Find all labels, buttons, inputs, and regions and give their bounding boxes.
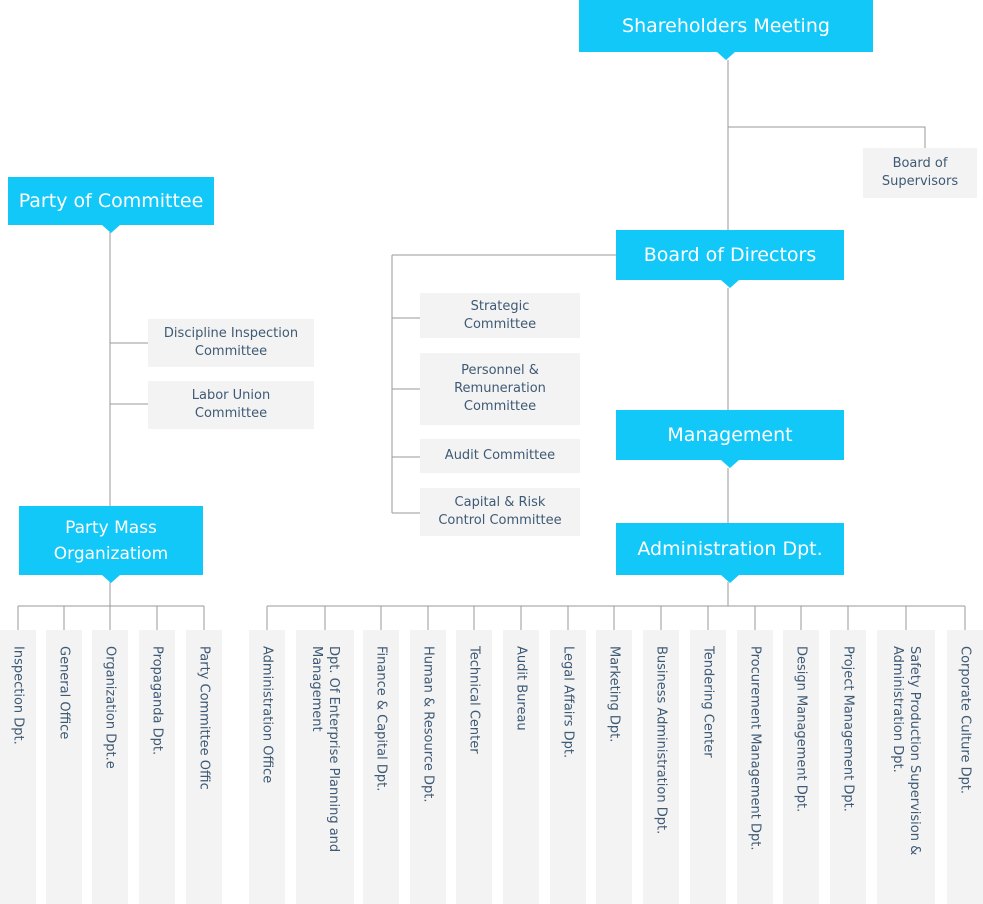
admin-dept-label: Administration Office	[259, 646, 275, 784]
management-label: Management	[667, 424, 793, 446]
discipline-inspection-label: Discipline Inspection Committee	[163, 326, 299, 359]
personnel-committee-label: Personnel & Remuneration Committee	[454, 363, 546, 414]
admin-dept-label: Finance & Capital Dpt.	[373, 646, 389, 792]
admin-dept-column: Procurement Management Dpt.	[737, 630, 773, 904]
admin-dept-label: Marketing Dpt.	[606, 646, 622, 743]
shareholders-meeting-label: Shareholders Meeting	[622, 15, 830, 37]
admin-dept-column: Dpt. Of Enterprise Planning and Manageme…	[296, 630, 354, 904]
admin-dept-column: Administration Office	[249, 630, 285, 904]
party-dept-label: Inspection Dpt.	[10, 646, 26, 745]
admin-dept-label: Legal Affairs Dpt.	[560, 646, 576, 759]
party-mass-organization-node: Party Mass Organizatiom	[19, 506, 203, 583]
admin-dept-label: Dpt. Of Enterprise Planning and Manageme…	[309, 646, 341, 853]
party-dept-label: Organization Dpt.e	[102, 646, 118, 769]
shareholders-meeting-node: Shareholders Meeting	[579, 0, 873, 60]
party-dept-column: Propaganda Dpt.	[139, 630, 175, 904]
admin-dept-column: Legal Affairs Dpt.	[550, 630, 586, 904]
party-dept-label: Party Committee Offic	[196, 646, 212, 790]
board-of-supervisors-label: Board of Supervisors	[881, 156, 959, 189]
admin-dept-label: Project Management Dpt.	[840, 646, 856, 812]
party-of-committee-node: Party of Committee	[8, 177, 214, 233]
party-dept-column: General Office	[46, 630, 82, 904]
audit-committee-label: Audit Committee	[444, 448, 556, 463]
administration-dpt-label: Administration Dpt.	[637, 538, 823, 560]
admin-dept-column: Safety Production Supervision & Administ…	[877, 630, 935, 904]
admin-dept-label: Technical Center	[466, 646, 482, 754]
party-dept-column: Organization Dpt.e	[92, 630, 128, 904]
audit-committee-node: Audit Committee	[420, 439, 580, 473]
discipline-inspection-node: Discipline Inspection Committee	[148, 319, 314, 367]
admin-dept-label: Audit Bureau	[513, 646, 529, 731]
strategic-committee-label: Strategic Committee	[463, 298, 537, 332]
party-dept-column: Inspection Dpt.	[0, 630, 36, 904]
admin-dept-label: Tendering Center	[700, 646, 716, 758]
management-node: Management	[616, 410, 844, 468]
administration-dpt-node: Administration Dpt.	[616, 523, 844, 583]
admin-dept-column: Audit Bureau	[503, 630, 539, 904]
admin-dept-label: Safety Production Supervision & Administ…	[890, 646, 922, 856]
labor-union-label: Labor Union Committee	[191, 388, 271, 421]
party-dept-label: General Office	[56, 646, 72, 740]
party-dept-column: Party Committee Offic	[186, 630, 222, 904]
board-of-directors-label: Board of Directors	[643, 244, 817, 266]
capital-risk-committee-label: Capital & Risk Control Committee	[438, 495, 562, 528]
party-dept-label: Propaganda Dpt.	[149, 646, 165, 756]
personnel-committee-node: Personnel & Remuneration Committee	[420, 353, 580, 425]
admin-dept-label: Design Management Dpt.	[793, 646, 809, 813]
admin-dept-column: Tendering Center	[690, 630, 726, 904]
admin-dept-label: Procurement Management Dpt.	[747, 646, 763, 851]
admin-dept-column: Finance & Capital Dpt.	[363, 630, 399, 904]
admin-dept-column: Corporate Culture Dpt.	[947, 630, 983, 904]
admin-dept-label: Human & Resource Dpt.	[420, 646, 436, 803]
admin-dept-column: Human & Resource Dpt.	[410, 630, 446, 904]
admin-dept-column: Project Management Dpt.	[830, 630, 866, 904]
admin-dept-column: Marketing Dpt.	[596, 630, 632, 904]
board-of-directors-node: Board of Directors	[616, 230, 844, 288]
admin-dept-column: Business Administration Dpt.	[643, 630, 679, 904]
strategic-committee-node: Strategic Committee	[420, 293, 580, 338]
admin-dept-column: Technical Center	[456, 630, 492, 904]
admin-dept-column: Design Management Dpt.	[783, 630, 819, 904]
admin-dept-label: Corporate Culture Dpt.	[957, 646, 973, 795]
labor-union-node: Labor Union Committee	[148, 381, 314, 429]
capital-risk-committee-node: Capital & Risk Control Committee	[420, 488, 580, 536]
party-of-committee-label: Party of Committee	[18, 190, 204, 212]
board-of-supervisors-node: Board of Supervisors	[863, 148, 977, 198]
party-mass-organization-label: Party Mass Organizatiom	[53, 517, 169, 564]
admin-dept-label: Business Administration Dpt.	[653, 646, 669, 835]
